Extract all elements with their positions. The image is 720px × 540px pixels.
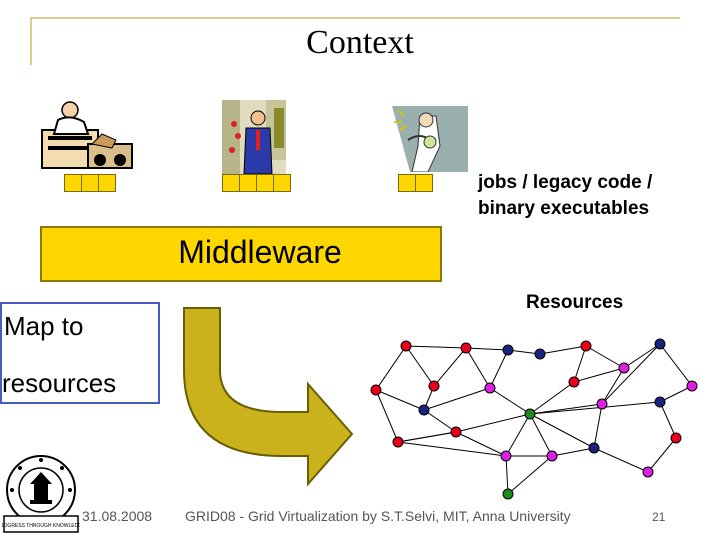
businessman-icon xyxy=(222,100,286,174)
jobs-note-line1: jobs / legacy code / xyxy=(478,172,653,193)
university-logo-icon: PROGRESS THROUGH KNOWLEDGE xyxy=(2,455,80,533)
map-label-line2: resources xyxy=(2,368,117,398)
footer-text: GRID08 - Grid Virtualization by S.T.Selv… xyxy=(185,508,571,524)
footer-date: 31.08.2008 xyxy=(82,508,153,524)
map-label-line1: Map to xyxy=(4,311,84,341)
person-at-desk-icon xyxy=(41,101,133,169)
title-frame-left xyxy=(30,17,32,65)
middleware-box xyxy=(40,226,442,282)
job-tray-2 xyxy=(222,174,291,192)
resource-network xyxy=(370,338,698,500)
person-waving-icon xyxy=(392,106,468,172)
slide-title: Context xyxy=(306,24,414,61)
job-tray-1 xyxy=(64,174,116,192)
map-to-resources-box xyxy=(0,302,160,404)
title-frame-top xyxy=(30,17,680,19)
footer-page-number: 21 xyxy=(652,510,666,524)
svg-text:PROGRESS THROUGH KNOWLEDGE: PROGRESS THROUGH KNOWLEDGE xyxy=(2,523,80,529)
resources-label: Resources xyxy=(526,292,624,313)
jobs-note: jobs / legacy code / binary executables xyxy=(478,170,718,222)
middleware-label: Middleware xyxy=(178,234,342,270)
job-tray-3 xyxy=(398,174,433,192)
jobs-note-line2: binary executables xyxy=(478,198,650,219)
curved-arrow xyxy=(183,307,354,487)
